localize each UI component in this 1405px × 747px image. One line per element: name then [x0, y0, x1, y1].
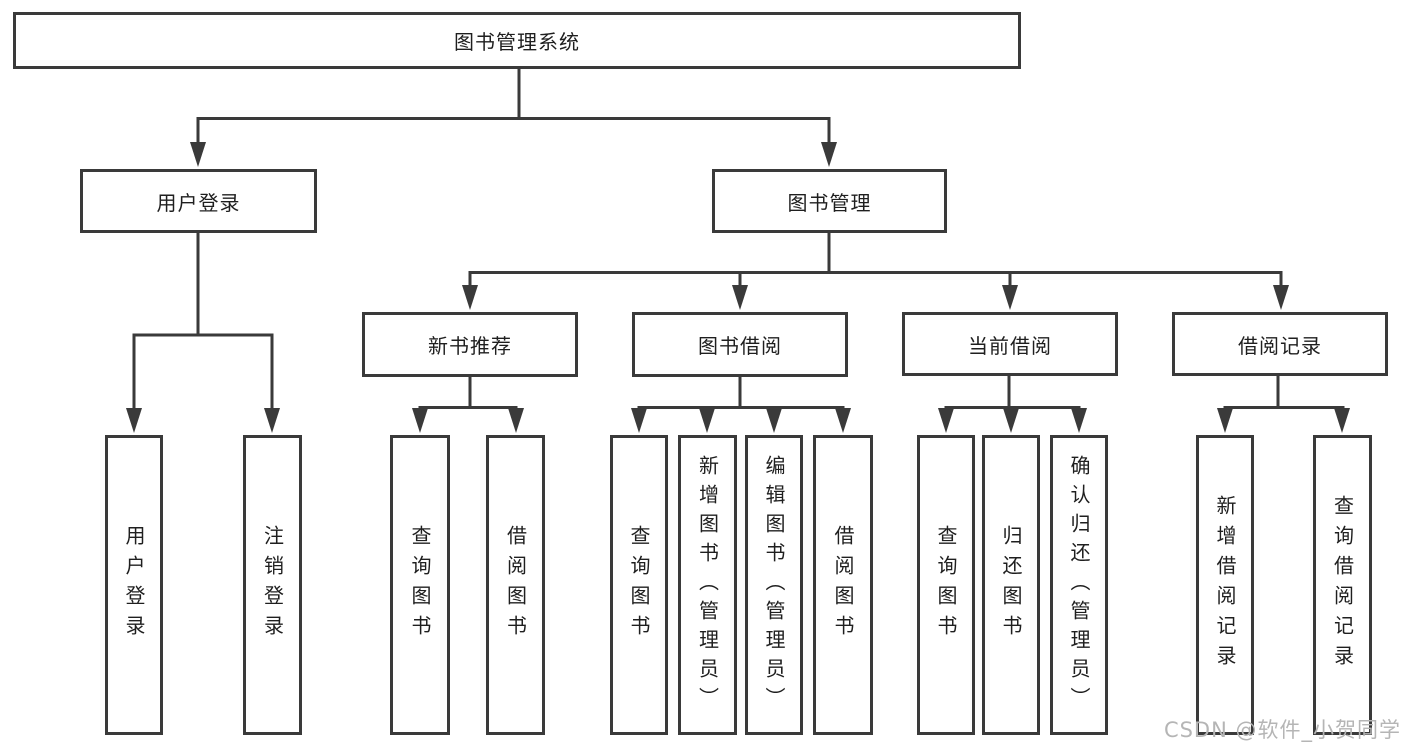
leaf-borrow-books: 借阅图书 — [813, 435, 873, 735]
leaf-current-query-books: 查询图书 — [917, 435, 975, 735]
node-user-login: 用户登录 — [80, 169, 317, 233]
leaf-query-borrow-record: 查询借阅记录 — [1313, 435, 1372, 735]
arrow-to-borrow-record — [1273, 272, 1289, 310]
node-label: 当前借阅 — [968, 333, 1052, 358]
leaf-newbook-query-books: 查询图书 — [390, 435, 450, 735]
leaf-add-books-admin: 新增图书（管理员） — [678, 435, 737, 735]
node-borrow-record: 借阅记录 — [1172, 312, 1388, 376]
leaf-logout: 注销登录 — [243, 435, 302, 735]
node-label: 借阅记录 — [1238, 333, 1322, 358]
node-label: 图书借阅 — [698, 334, 782, 358]
arrow-to-new-book — [462, 272, 478, 310]
arrow-to-bb-borrow — [835, 407, 851, 433]
node-book-borrow: 图书借阅 — [632, 312, 848, 377]
node-label: 图书管理系统 — [454, 30, 580, 54]
arrow-to-br-add — [1217, 407, 1233, 433]
arrow-to-bb-query — [631, 407, 647, 433]
arrow-to-cb-query — [938, 407, 954, 433]
leaf-confirm-return-admin: 确认归还（管理员） — [1050, 435, 1108, 735]
leaf-return-books: 归还图书 — [982, 435, 1040, 735]
node-label: 新书推荐 — [428, 334, 512, 358]
node-current-borrow: 当前借阅 — [902, 312, 1118, 376]
node-label: 用户登录 — [156, 190, 241, 215]
node-system-title: 图书管理系统 — [13, 12, 1021, 69]
node-book-management: 图书管理 — [712, 169, 947, 233]
node-label: 图书管理 — [787, 190, 872, 215]
arrow-to-cb-return — [1003, 407, 1019, 433]
arrow-to-user-login — [190, 118, 206, 167]
arrow-to-bb-add — [699, 407, 715, 433]
arrow-to-current-borrow — [1002, 272, 1018, 310]
leaf-borrow-query-books: 查询图书 — [610, 435, 668, 735]
arrow-to-br-query — [1334, 407, 1350, 433]
arrow-to-book-mgmt — [821, 118, 837, 167]
arrow-to-bb-edit — [766, 407, 782, 433]
leaf-add-borrow-record: 新增借阅记录 — [1196, 435, 1254, 735]
node-new-book-recommend: 新书推荐 — [362, 312, 578, 377]
arrow-to-cb-confirm — [1071, 407, 1087, 433]
leaf-newbook-borrow-books: 借阅图书 — [486, 435, 545, 735]
arrow-to-logout-leaf — [264, 335, 280, 433]
arrow-to-nb-borrow — [508, 407, 524, 433]
leaf-user-login: 用户登录 — [105, 435, 163, 735]
leaf-edit-books-admin: 编辑图书（管理员） — [745, 435, 803, 735]
csdn-watermark: CSDN @软件_小贺同学 — [1163, 718, 1401, 742]
arrow-to-book-borrow — [732, 272, 748, 310]
arrow-to-login-leaf — [126, 335, 142, 433]
arrow-to-nb-query — [412, 407, 428, 433]
